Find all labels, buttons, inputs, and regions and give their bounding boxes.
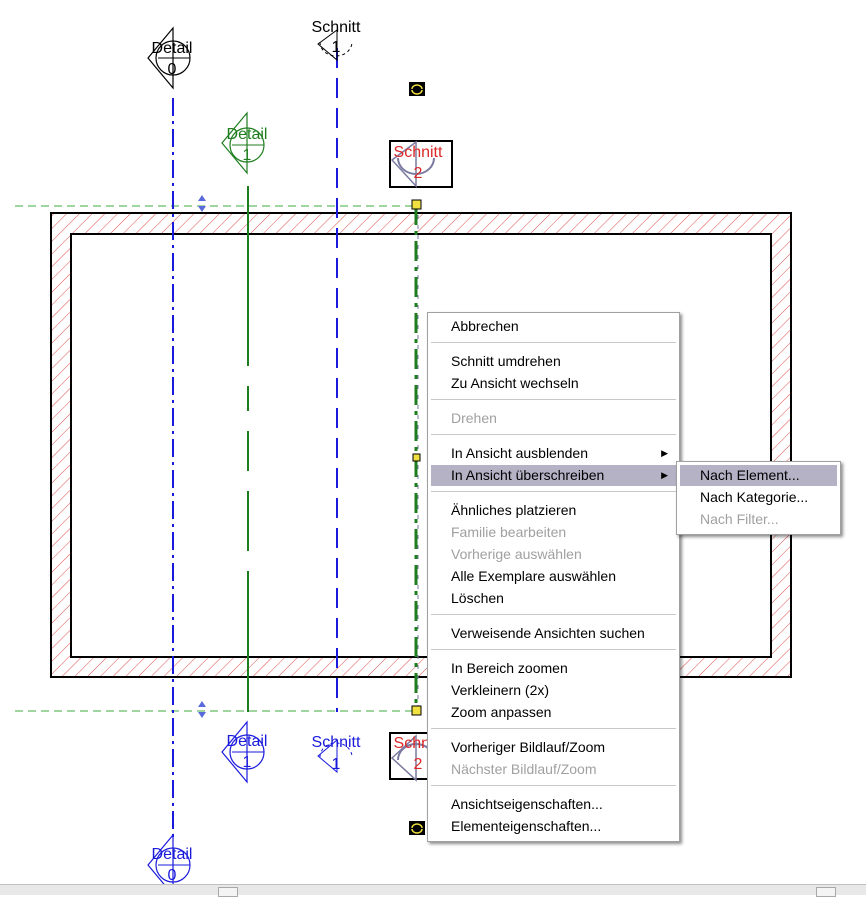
menu-item-label: Zu Ansicht wechseln [451,375,579,391]
tag-title: Detail [152,846,193,863]
status-bar-button[interactable] [218,887,238,897]
menu-item[interactable]: Verkleinern (2x) [431,680,676,701]
context-submenu: Nach Element... Nach Kategorie... Nach Fil… [676,461,841,535]
menu-item-label: Abbrechen [451,318,519,334]
tag-number: 1 [332,39,341,56]
menu-item: Vorherige auswählen [431,544,676,565]
status-bar-button[interactable] [816,887,836,897]
menu-separator [431,399,676,400]
menu-separator [431,614,676,615]
grip-handle[interactable] [411,705,422,716]
detail-tag[interactable]: Detail 0 [147,26,193,90]
menu-item-label: Drehen [451,410,497,426]
menu-item[interactable]: Ansichtseigenschaften... [431,794,676,815]
flip-icon[interactable] [409,821,425,835]
menu-item: Nächster Bildlauf/Zoom [431,759,676,780]
menu-item[interactable]: Abbrechen [431,316,676,337]
tag-number: 1 [332,756,341,773]
tag-number: 0 [168,867,177,884]
tag-number: 1 [243,147,252,164]
menu-item-label: In Bereich zoomen [451,660,568,676]
detail-tag[interactable]: Detail 1 [221,111,268,175]
menu-item-label: Nach Kategorie... [700,489,809,505]
menu-item-label: Nach Element... [700,467,800,483]
tag-title: Schnitt [312,734,361,751]
menu-item-label: Nach Filter... [700,511,779,527]
menu-item-label: Familie bearbeiten [451,524,567,540]
menu-separator [431,649,676,650]
menu-item[interactable]: In Bereich zoomen [431,658,676,679]
menu-item-label: Verweisende Ansichten suchen [451,625,645,641]
crop-region[interactable] [15,205,420,712]
menu-separator [431,785,676,786]
menu-item[interactable]: In Ansicht überschreiben ▶ [431,465,676,486]
menu-item: Familie bearbeiten [431,522,676,543]
tag-title: Schnitt [312,19,361,36]
tag-number: 2 [414,165,423,182]
tag-number: 2 [414,756,423,773]
menu-item-label: Verkleinern (2x) [451,682,550,698]
detail-tag[interactable]: Detail 0 [147,833,193,894]
menu-item-label: Vorheriger Bildlauf/Zoom [451,739,606,755]
menu-item-label: Ähnliches platzieren [451,502,577,518]
menu-item[interactable]: Löschen [431,588,676,609]
menu-item-label: Elementeigenschaften... [451,818,602,834]
status-bar [0,884,866,897]
menu-item-label: Schnitt umdrehen [451,353,561,369]
menu-item[interactable]: Zu Ansicht wechseln [431,373,676,394]
menu-item-label: Zoom anpassen [451,704,552,720]
tag-title: Detail [227,733,268,750]
menu-item[interactable]: Ähnliches platzieren [431,500,676,521]
submenu-item: Nach Filter... [680,509,837,530]
tag-title: Detail [227,126,268,143]
menu-item[interactable]: Verweisende Ansichten suchen [431,623,676,644]
submenu-arrow-icon: ▶ [661,448,668,458]
menu-item: Drehen [431,408,676,429]
menu-separator [431,434,676,435]
menu-item-label: In Ansicht ausblenden [451,445,588,461]
menu-item[interactable]: Vorheriger Bildlauf/Zoom [431,737,676,758]
detail-tag[interactable]: Detail 1 [221,720,268,784]
submenu-arrow-icon: ▶ [661,470,668,480]
menu-item-label: In Ansicht überschreiben [451,467,605,483]
menu-item-label: Vorherige auswählen [451,546,582,562]
tag-title: Schnitt [394,144,443,161]
menu-item-label: Alle Exemplare auswählen [451,568,616,584]
wall[interactable] [50,212,792,678]
menu-separator [431,491,676,492]
menu-separator [431,342,676,343]
submenu-item[interactable]: Nach Kategorie... [680,487,837,508]
menu-separator [431,728,676,729]
tag-title: Detail [152,40,193,57]
tag-number: 0 [168,61,177,78]
menu-item-label: Ansichtseigenschaften... [451,796,603,812]
flip-icon[interactable] [409,82,425,96]
menu-item-label: Nächster Bildlauf/Zoom [451,761,597,777]
tag-number: 1 [243,754,252,771]
menu-item[interactable]: Elementeigenschaften... [431,816,676,837]
menu-item[interactable]: Alle Exemplare auswählen [431,566,676,587]
crop-resize-arrow-icon[interactable] [198,195,206,212]
grip-handle[interactable] [411,199,422,210]
grip-handle[interactable] [412,453,421,462]
menu-item[interactable]: Schnitt umdrehen [431,351,676,372]
submenu-item[interactable]: Nach Element... [680,465,837,486]
section-tag[interactable]: Schnitt 1 [312,19,361,62]
menu-item[interactable]: Zoom anpassen [431,702,676,723]
crop-resize-arrow-icon[interactable] [198,701,206,718]
menu-item-label: Löschen [451,590,504,606]
section-tag-selected[interactable]: Schnitt 2 [389,140,453,188]
section-tag[interactable]: Schnitt 1 [312,734,361,774]
menu-item[interactable]: In Ansicht ausblenden ▶ [431,443,676,464]
